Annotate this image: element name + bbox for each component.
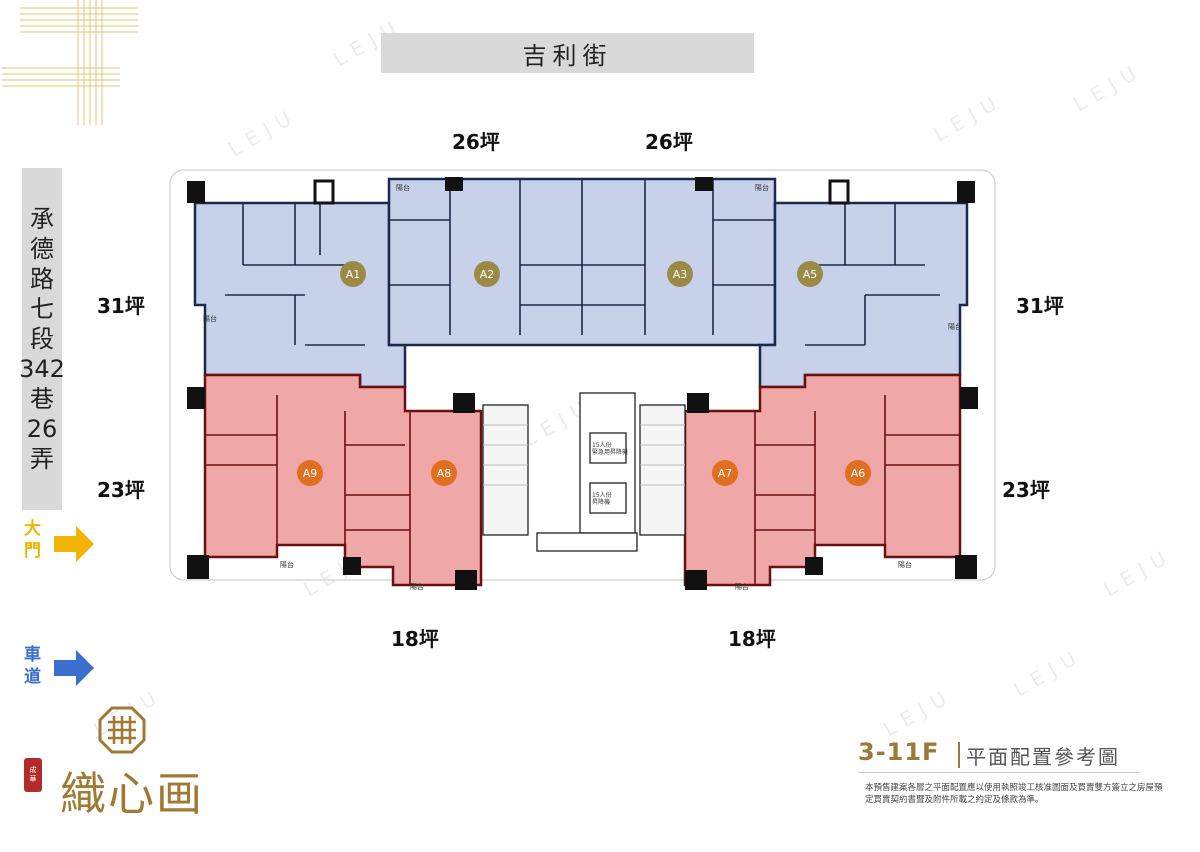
unit-marker-a1: A1 [340, 261, 366, 287]
unit-marker-a5: A5 [797, 261, 823, 287]
balcony-label: 陽台 [735, 583, 749, 591]
main-entrance-arrow-icon [54, 526, 94, 562]
area-label-a6: 23坪 [1002, 478, 1050, 502]
balcony-label: 陽台 [396, 184, 410, 192]
balcony-label: 陽台 [410, 583, 424, 591]
entrance-char: 大 [24, 519, 41, 539]
unit-a7-a6-area [683, 373, 962, 587]
unit-a9-a8-area [203, 373, 483, 587]
area-label-a1: 31坪 [97, 294, 145, 318]
watermark: LEJU [879, 682, 958, 742]
elevator-label-emergency: 15人份 緊急用昇降機 [592, 442, 629, 456]
street-char: 路 [30, 265, 54, 293]
decorative-gold-lines [2, 0, 138, 125]
seal-char: 成 [29, 766, 37, 774]
street-char: 承 [30, 205, 54, 233]
driveway-label: 車 道 [24, 644, 41, 688]
watermark: LEJU [1099, 542, 1178, 602]
unit-marker-a9: A9 [297, 460, 323, 486]
seal-char: 華 [29, 775, 37, 783]
watermark: LEJU [1069, 57, 1148, 117]
area-label-a7: 18坪 [728, 627, 776, 651]
elevator-label: 15人份 昇降機 [592, 492, 612, 506]
driveway-char: 道 [24, 667, 41, 687]
street-char: 德 [30, 235, 54, 263]
area-label-a9: 23坪 [97, 478, 145, 502]
unit-marker-a3: A3 [667, 261, 693, 287]
balcony-label: 陽台 [280, 561, 294, 569]
unit-marker-a7: A7 [712, 460, 738, 486]
driveway-arrow-icon [54, 650, 94, 686]
balcony-label: 陽台 [755, 184, 769, 192]
floor-range-title: 3-11F [858, 738, 940, 766]
title-underline [858, 772, 1140, 773]
area-label-a8: 18坪 [391, 627, 439, 651]
street-label-side: 承 德 路 七 段 342 巷 26 弄 [19, 168, 65, 510]
driveway-char: 車 [24, 645, 41, 665]
unit-marker-a6: A6 [845, 460, 871, 486]
area-label-a2: 26坪 [452, 130, 500, 154]
balcony-label: 陽台 [898, 561, 912, 569]
balcony-label: 陽台 [948, 323, 962, 331]
logo-emblem-icon [98, 706, 146, 754]
floor-plan [169, 169, 996, 590]
street-char: 巷 [30, 385, 54, 413]
street-char: 七 [30, 295, 54, 323]
area-label-a5: 31坪 [1016, 294, 1064, 318]
watermark: LEJU [224, 102, 303, 162]
unit-marker-a8: A8 [431, 460, 457, 486]
street-char: 弄 [30, 445, 54, 473]
title-divider [958, 742, 960, 768]
area-label-a3: 26坪 [645, 130, 693, 154]
street-char: 26 [26, 415, 58, 443]
balcony-label: 陽台 [203, 315, 217, 323]
street-char: 342 [19, 355, 65, 383]
watermark: LEJU [1009, 642, 1088, 702]
logo-name: 織心画 [60, 767, 204, 821]
disclaimer-text: 本預售建案各層之平面配置應以使用執照竣工核准圖面及買賣雙方簽立之房屋預定買賣契約… [865, 783, 1163, 805]
unit-marker-a2: A2 [474, 261, 500, 287]
watermark: LEJU [929, 87, 1008, 147]
entrance-char: 門 [24, 541, 41, 561]
plan-title: 平面配置參考圖 [966, 745, 1120, 769]
main-entrance-label: 大 門 [24, 518, 41, 562]
street-label-top: 吉利街 [381, 33, 754, 73]
logo-seal: 成 華 [24, 758, 42, 792]
street-char: 段 [30, 325, 54, 353]
